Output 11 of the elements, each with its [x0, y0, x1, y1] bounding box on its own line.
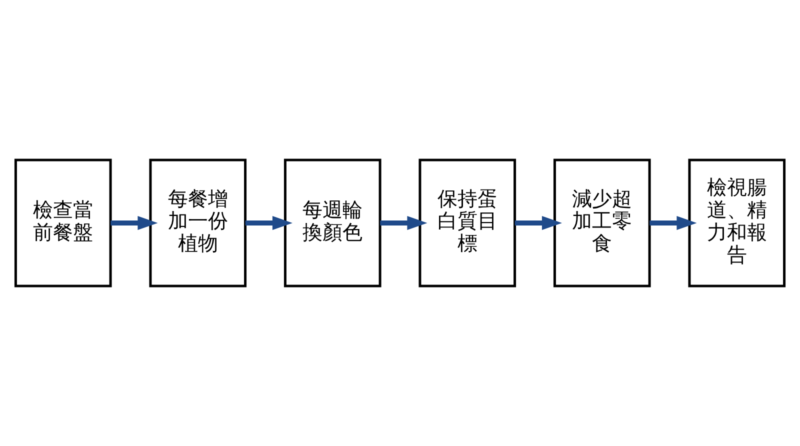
arrow [650, 216, 697, 230]
node-box: 檢視腸道、精力和報告 [688, 158, 786, 288]
node-box: 檢查當前餐盤 [14, 158, 112, 288]
arrow [245, 216, 292, 230]
arrow [514, 216, 562, 230]
node-box: 每餐增加一份植物 [149, 158, 247, 288]
node-box: 每週輪換顏色 [284, 158, 382, 288]
node-box: 保持蛋白質目標 [418, 158, 516, 288]
node-box: 減少超加工零食 [553, 158, 651, 288]
arrow [380, 216, 428, 230]
arrow [110, 216, 158, 230]
